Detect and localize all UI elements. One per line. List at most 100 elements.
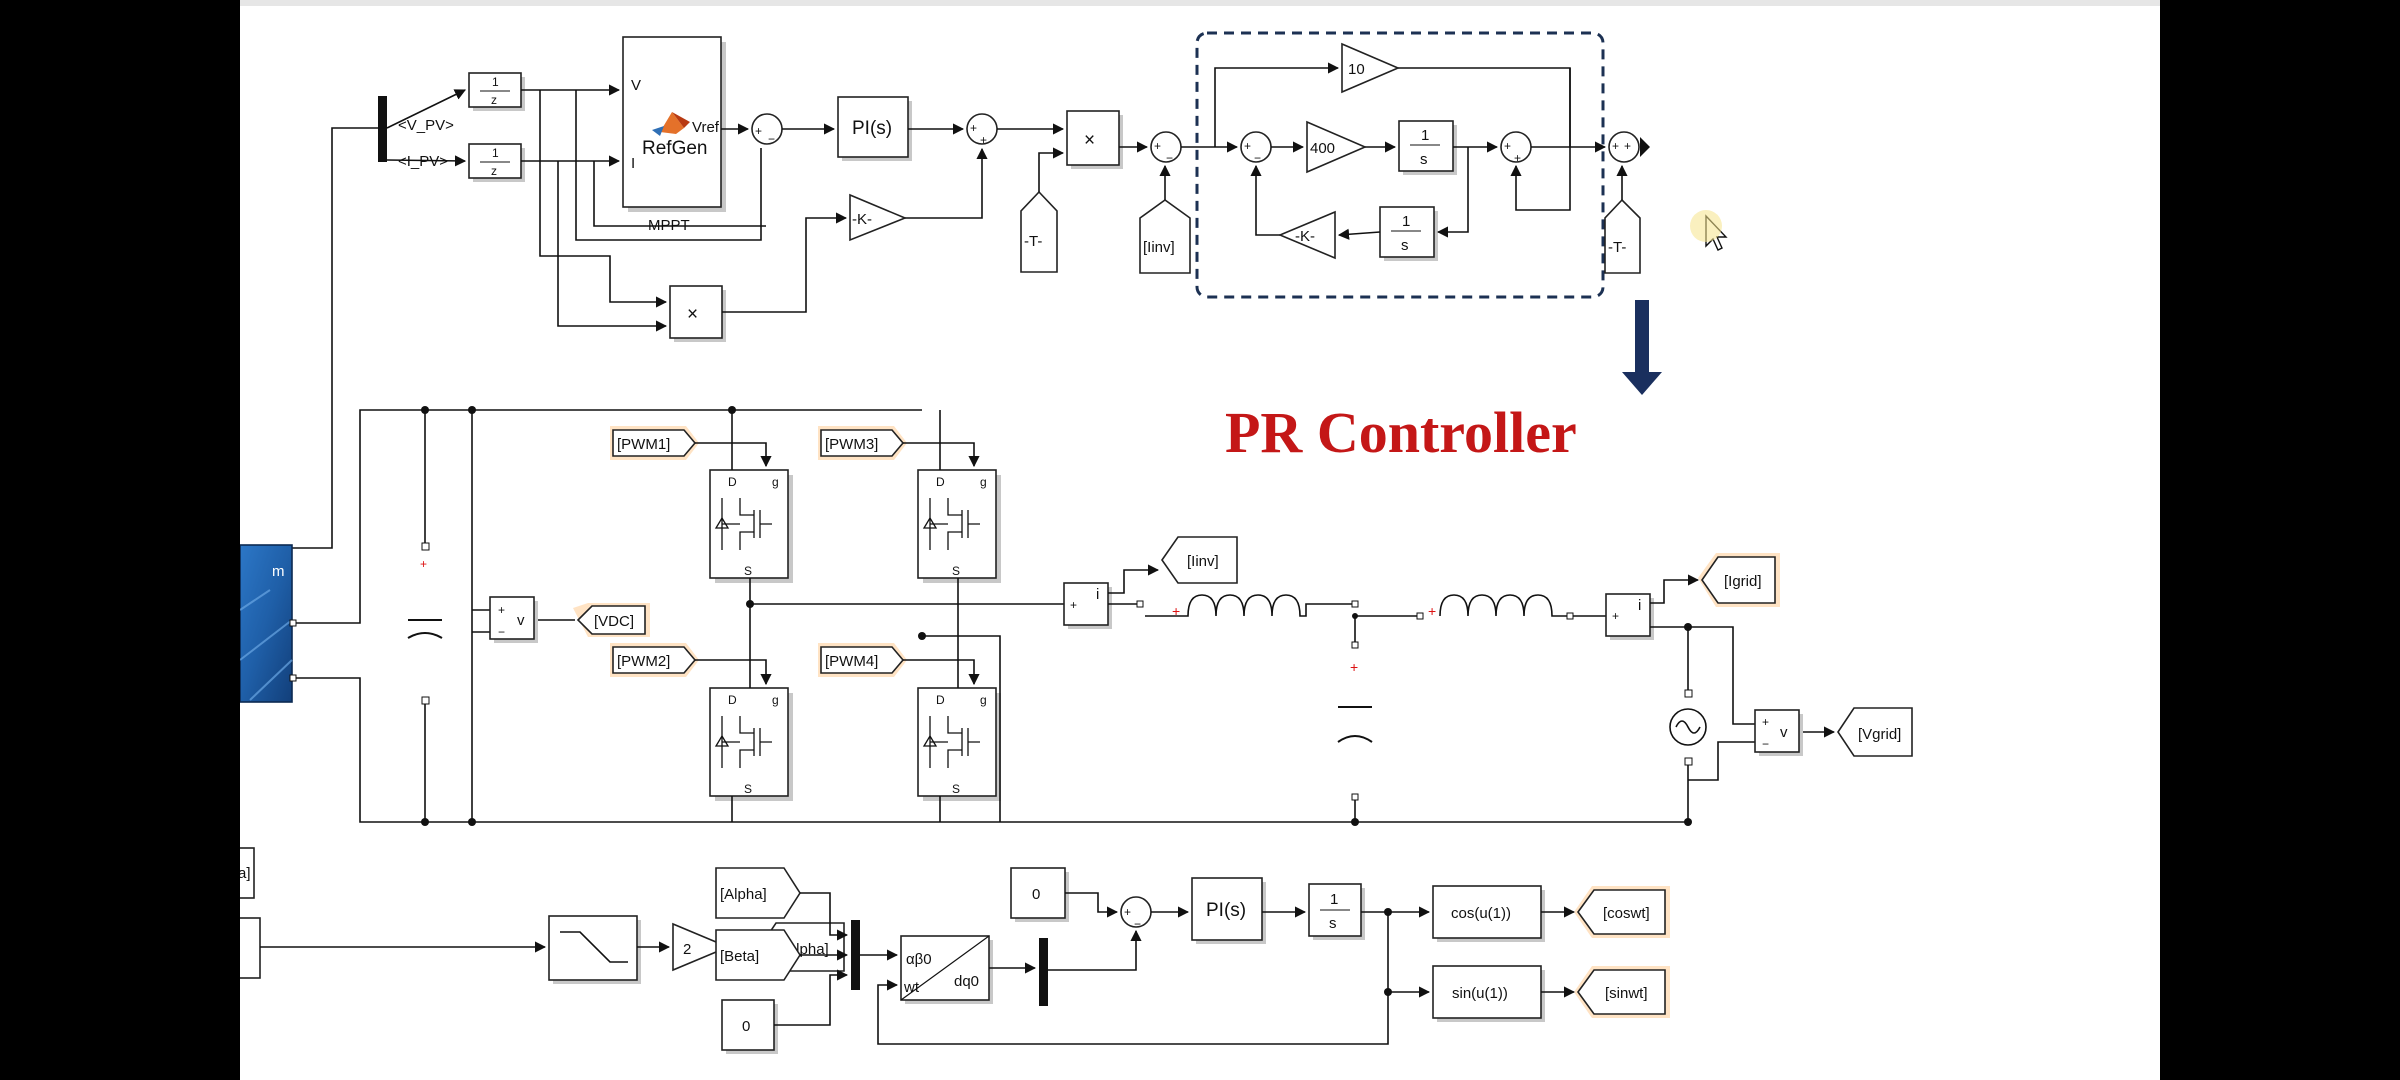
- dc-bus-wires: [296, 406, 1353, 826]
- goto-tag-iinv[interactable]: [Iinv]: [1161, 536, 1238, 584]
- goto-tag-coswt[interactable]: [coswt]: [1574, 886, 1670, 938]
- goto-tag-t-right[interactable]: -T-: [1604, 198, 1641, 274]
- svg-text:+: +: [1124, 905, 1131, 919]
- sum-pi-k[interactable]: + +: [966, 113, 998, 147]
- svg-text:+: +: [980, 133, 987, 147]
- pi-controller-pll[interactable]: PI(s): [1191, 877, 1266, 944]
- integrator-resonant-1[interactable]: 1 s: [1398, 120, 1457, 175]
- gain-k-power[interactable]: -K-: [849, 193, 908, 242]
- gain-400-resonant[interactable]: 400: [1306, 120, 1368, 174]
- svg-text:s: s: [1329, 915, 1337, 932]
- simulink-canvas[interactable]: <V_PV> <I_PV> 1 z 1 z V I Vref RefGen MP…: [240, 0, 2160, 1080]
- svg-text:PI(s): PI(s): [852, 118, 892, 139]
- svg-text:dq0: dq0: [954, 973, 979, 990]
- integrator-pll[interactable]: 1 s: [1308, 883, 1365, 940]
- svg-text:[Iinv]: [Iinv]: [1143, 239, 1175, 256]
- sin-function-block[interactable]: sin(u(1)): [1432, 965, 1545, 1022]
- svg-text:1: 1: [492, 146, 499, 160]
- ac-source-icon[interactable]: [1669, 689, 1707, 766]
- svg-text:a]: a]: [240, 865, 251, 882]
- product-power[interactable]: ×: [669, 285, 726, 342]
- svg-text:αβ0: αβ0: [906, 951, 932, 968]
- gain-k-feedback[interactable]: -K-: [1277, 210, 1336, 260]
- svg-text:g: g: [980, 693, 987, 707]
- unit-delay-vpv[interactable]: 1 z: [468, 72, 525, 111]
- voltmeter-dc[interactable]: + − v: [489, 596, 538, 643]
- goto-tag-vgrid[interactable]: [Vgrid]: [1837, 707, 1913, 757]
- inductor-grid-side: [1439, 594, 1570, 617]
- sum-resonant-output[interactable]: + +: [1500, 131, 1532, 165]
- ammeter-inverter[interactable]: + i: [1063, 582, 1112, 629]
- gain-2[interactable]: 2: [672, 922, 731, 972]
- sum-pr-output[interactable]: + +: [1608, 131, 1650, 163]
- sum-resonant-inner[interactable]: + −: [1240, 131, 1272, 165]
- cos-function-block[interactable]: cos(u(1)): [1432, 885, 1545, 942]
- grid-wires: [1353, 574, 1836, 826]
- sum-mppt[interactable]: + −: [751, 113, 783, 146]
- pr-controller-region[interactable]: [1195, 31, 1605, 299]
- svg-text:1: 1: [492, 75, 499, 89]
- from-tag-beta[interactable]: [Beta]: [715, 929, 801, 981]
- svg-text:+: +: [1624, 139, 1631, 153]
- mosfet-switch-1[interactable]: D g S: [709, 469, 793, 583]
- svg-text:z: z: [491, 93, 497, 107]
- svg-text:+: +: [1070, 598, 1077, 612]
- bus-selector[interactable]: [378, 96, 387, 162]
- mux-alpha-beta[interactable]: [851, 920, 860, 990]
- svg-text:s: s: [1420, 151, 1428, 168]
- from-tag-iinv-top[interactable]: [Iinv]: [1139, 199, 1191, 274]
- pv-port-m: m: [272, 563, 285, 580]
- unit-delay-ipv[interactable]: 1 z: [468, 143, 525, 182]
- pv-array-block[interactable]: m: [240, 544, 297, 703]
- demux-dq0[interactable]: [1039, 938, 1048, 1006]
- ammeter-grid[interactable]: + i: [1605, 593, 1654, 640]
- integrator-resonant-2[interactable]: 1 s: [1379, 206, 1438, 261]
- product-reference[interactable]: ×: [1066, 110, 1123, 169]
- svg-text:D: D: [728, 475, 737, 489]
- pi-controller-voltage[interactable]: PI(s): [837, 96, 912, 161]
- svg-text:−: −: [1254, 151, 1261, 165]
- svg-text:S: S: [952, 564, 960, 578]
- mppt-refgen-block[interactable]: V I Vref RefGen: [622, 36, 726, 212]
- from-tag-alpha[interactable]: [Alpha]: [715, 867, 801, 919]
- mppt-title: RefGen: [642, 138, 707, 159]
- park-transform-block[interactable]: αβ0 wt dq0: [900, 935, 993, 1004]
- from-tag-pwm4[interactable]: [PWM4]: [818, 643, 907, 677]
- matlab-function-icon: [652, 112, 690, 136]
- svg-text:−: −: [1166, 151, 1173, 165]
- gain-10-proportional[interactable]: 10: [1341, 42, 1401, 94]
- goto-tag-sinwt[interactable]: [sinwt]: [1574, 966, 1670, 1018]
- mosfet-switch-3[interactable]: D g S: [917, 469, 1001, 583]
- svg-text:[sinwt]: [sinwt]: [1605, 985, 1648, 1002]
- svg-text:+: +: [970, 121, 977, 135]
- svg-text:+: +: [1612, 139, 1619, 153]
- svg-text:S: S: [744, 564, 752, 578]
- svg-text:+: +: [755, 124, 762, 138]
- sum-current-error[interactable]: + −: [1150, 131, 1182, 165]
- svg-text:g: g: [772, 693, 779, 707]
- constant-zero-ref[interactable]: 0: [1010, 867, 1069, 922]
- svg-text:i: i: [1096, 586, 1099, 603]
- from-tag-pwm1[interactable]: [PWM1]: [610, 426, 699, 460]
- goto-tag-t-left[interactable]: -T-: [1020, 190, 1058, 273]
- svg-text:[PWM4]: [PWM4]: [825, 653, 878, 670]
- constant-zero-abc[interactable]: 0: [721, 999, 778, 1054]
- svg-text:400: 400: [1310, 140, 1335, 157]
- svg-text:+: +: [1514, 151, 1521, 165]
- partial-tag-left[interactable]: a]: [240, 847, 255, 899]
- goto-tag-igrid[interactable]: [Igrid]: [1698, 553, 1780, 607]
- svg-text:PI(s): PI(s): [1206, 900, 1246, 921]
- sum-pll[interactable]: + −: [1120, 896, 1152, 931]
- goto-tag-vdc[interactable]: [VDC]: [573, 603, 650, 637]
- lcl-filter: + + +: [1108, 564, 1606, 826]
- voltmeter-grid[interactable]: + − v: [1754, 709, 1803, 756]
- from-tag-pwm3[interactable]: [PWM3]: [818, 426, 907, 460]
- dc-link-capacitor[interactable]: +: [407, 542, 443, 705]
- from-tag-pwm2[interactable]: [PWM2]: [610, 643, 699, 677]
- saturation-icon[interactable]: [548, 915, 641, 984]
- svg-text:z: z: [491, 164, 497, 178]
- mosfet-switch-4[interactable]: D g S: [917, 687, 1001, 801]
- mosfet-switch-2[interactable]: D g S: [709, 687, 793, 801]
- svg-text:+: +: [1762, 715, 1769, 729]
- partial-block-left[interactable]: [240, 917, 261, 979]
